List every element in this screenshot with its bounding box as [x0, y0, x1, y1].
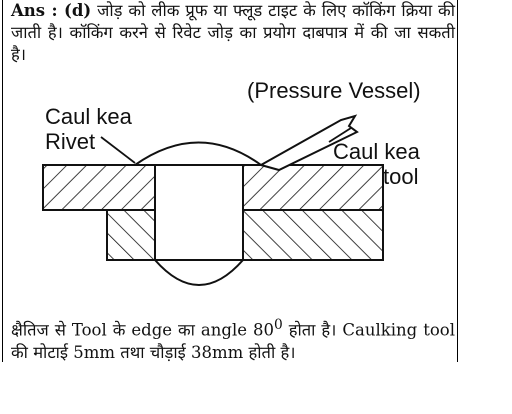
- rivet-shank: [154, 164, 244, 261]
- leader-tool: [328, 127, 352, 143]
- answer-panel: Ans : (d) जोड़ को लीक प्रूफ या फ्लूड टाइ…: [2, 0, 458, 362]
- rivet-head-bottom: [154, 259, 244, 286]
- footer-text-2: होता है। Caulking tool की मोटाई 5mm तथा …: [11, 320, 455, 362]
- top-plate-left: [42, 164, 156, 211]
- label-caulking-tool-1: Caul kea: [333, 139, 421, 164]
- answer-prefix: Ans : (d): [11, 1, 92, 20]
- bottom-plate-right: [242, 209, 384, 261]
- top-plate-right: [242, 164, 384, 211]
- footer-paragraph: क्षैतिज से Tool के edge का angle 800 होत…: [11, 314, 455, 364]
- leader-rivet: [100, 136, 136, 164]
- bottom-plate-left: [106, 209, 156, 261]
- caulking-diagram: (Pressure Vessel) Caul kea Rivet Caul ke…: [42, 78, 421, 286]
- footer-text-1: क्षैतिज से Tool के edge का angle 80: [11, 320, 274, 340]
- label-caulked-rivet-1: Caul kea: [45, 104, 133, 129]
- label-caulking-tool-2: tool: [383, 164, 418, 189]
- rivet-head-top: [134, 141, 262, 166]
- answer-paragraph: Ans : (d) जोड़ को लीक प्रूफ या फ्लूड टाइ…: [11, 0, 455, 66]
- label-caulked-rivet-2: Rivet: [45, 129, 95, 154]
- answer-text: जोड़ को लीक प्रूफ या फ्लूड टाइट के लिए क…: [11, 1, 455, 64]
- label-pressure-vessel: (Pressure Vessel): [247, 78, 421, 103]
- caulking-tool: [258, 114, 359, 172]
- degree-superscript: 0: [273, 317, 283, 333]
